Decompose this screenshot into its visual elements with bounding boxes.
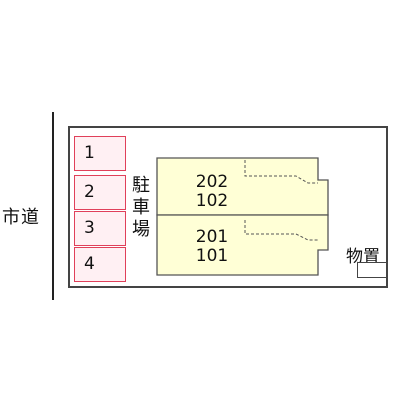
balcony-line-upper	[244, 160, 318, 184]
parking-space-3: 3	[74, 211, 126, 246]
storage-box	[357, 262, 387, 278]
unit-101: 101	[195, 246, 229, 266]
parking-space-4: 4	[74, 247, 126, 282]
road-line	[52, 112, 54, 300]
parking-label-char: 駐	[132, 175, 150, 196]
parking-label: 駐 車 場	[130, 175, 152, 241]
building-lower	[156, 214, 329, 276]
parking-label-char: 場	[132, 219, 150, 240]
unit-201: 201	[195, 227, 229, 247]
balcony-line-lower	[244, 220, 318, 241]
road-label: 市道	[2, 207, 40, 228]
parking-space-1: 1	[74, 136, 126, 171]
parking-label-char: 車	[132, 197, 150, 218]
unit-102: 102	[195, 191, 229, 211]
unit-202: 202	[195, 172, 229, 192]
parking-space-2: 2	[74, 175, 126, 210]
